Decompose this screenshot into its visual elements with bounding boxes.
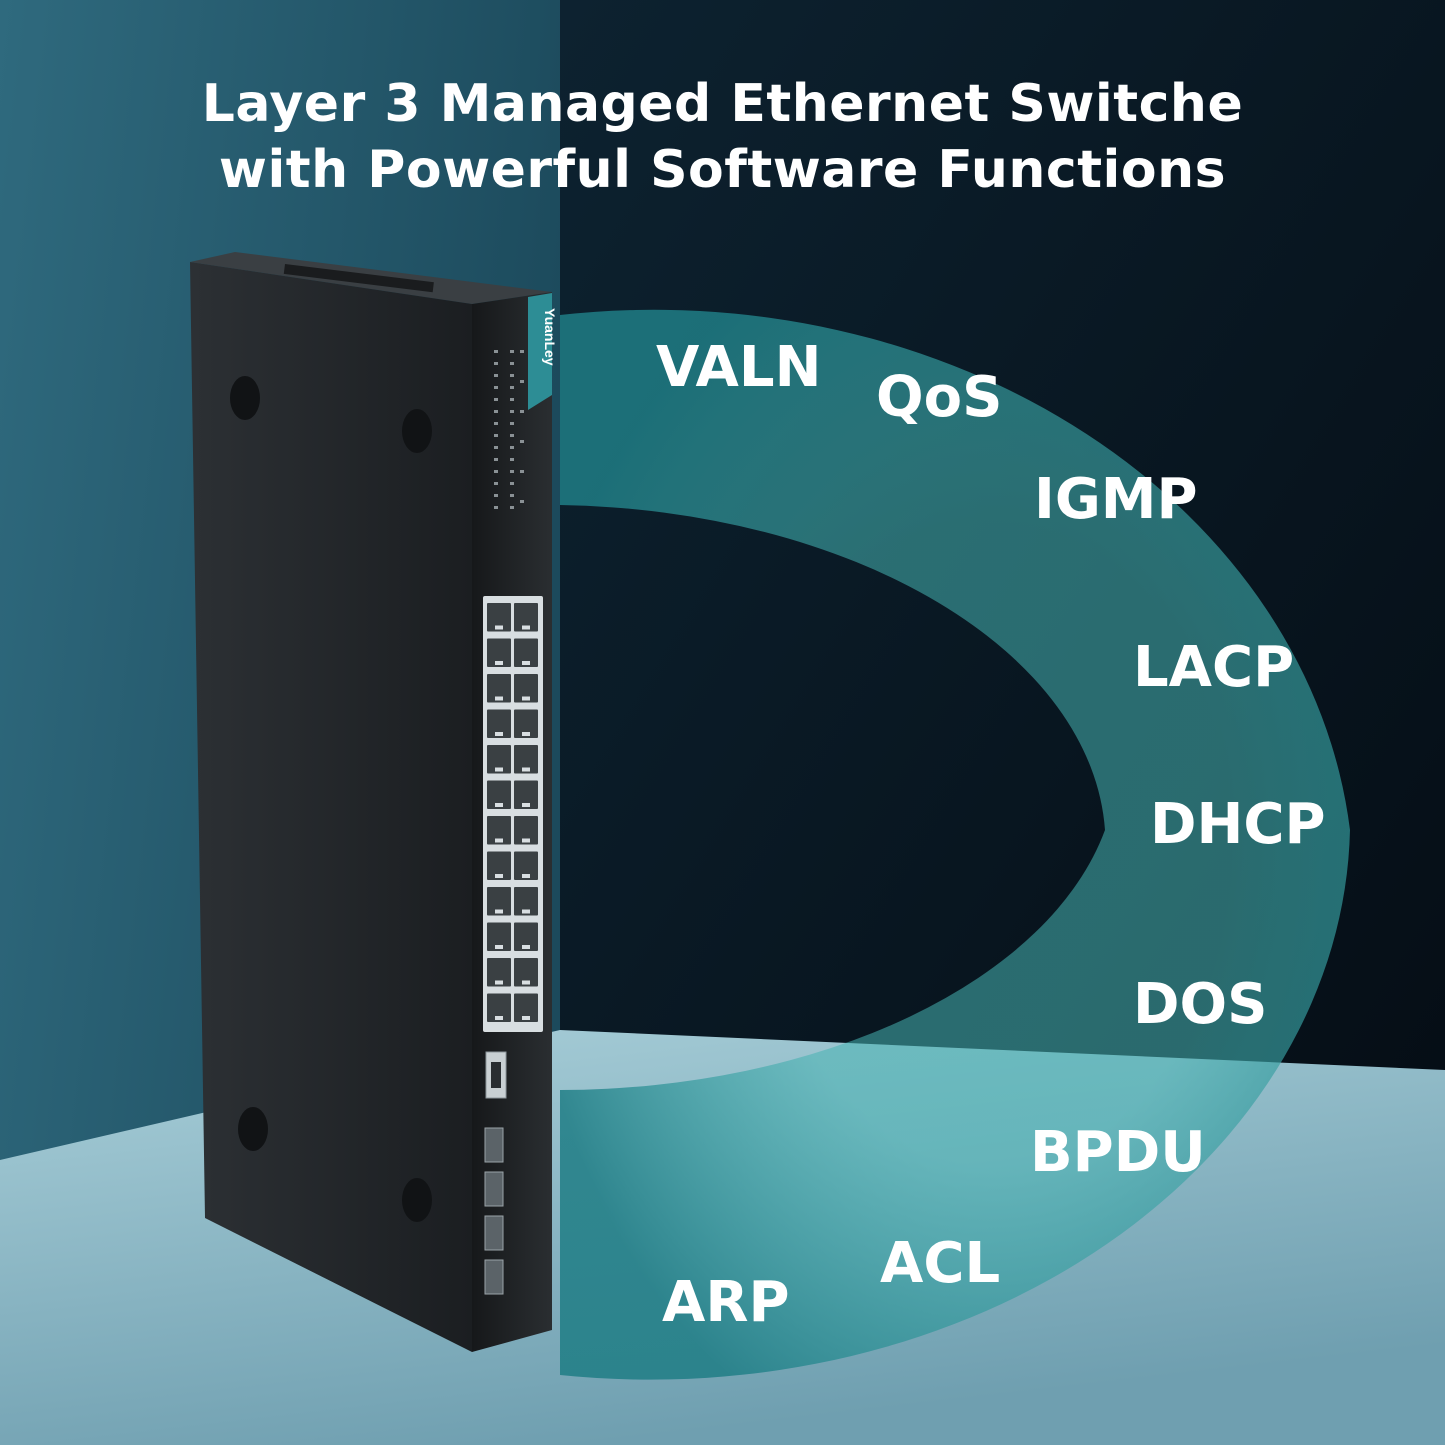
feature-label-bpdu: BPDU — [1030, 1120, 1206, 1185]
rj45-port-icon — [487, 709, 511, 738]
rj45-port-icon — [487, 922, 511, 951]
feature-label-dhcp: DHCP — [1150, 792, 1326, 857]
headline-line-1: Layer 3 Managed Ethernet Switche — [201, 74, 1244, 134]
rj45-port-latch — [522, 980, 530, 985]
sfp-port-icon — [484, 1259, 504, 1295]
rj45-port-icon — [514, 851, 538, 880]
rj45-port-latch — [495, 696, 503, 701]
rj45-port-latch — [495, 732, 503, 736]
rj45-port-icon — [514, 674, 538, 703]
rj45-port-latch — [522, 661, 530, 665]
rj45-port-icon — [514, 993, 538, 1022]
rj45-port-icon — [514, 780, 538, 809]
status-led-grid — [494, 350, 524, 509]
rj45-port-latch — [495, 661, 503, 665]
rj45-port-latch — [522, 909, 530, 914]
rj45-port-latch — [495, 945, 503, 949]
rj45-port-icon — [514, 603, 538, 632]
rj45-port-icon — [487, 851, 511, 880]
rj45-port-latch — [522, 625, 530, 630]
rj45-port-icon — [514, 709, 538, 738]
rj45-port-icon — [514, 745, 538, 774]
rj45-port-latch — [495, 1016, 503, 1020]
rj45-port-icon — [514, 816, 538, 845]
feature-label-acl: ACL — [880, 1231, 1001, 1296]
rj45-port-group — [487, 603, 538, 1022]
rj45-port-latch — [522, 732, 530, 736]
switch-device-image: YuanLey — [190, 252, 558, 1352]
rj45-port-icon — [487, 816, 511, 845]
rubber-foot-icon — [230, 376, 260, 420]
rj45-port-latch — [495, 980, 503, 985]
rj45-port-latch — [495, 909, 503, 914]
rubber-foot-icon — [402, 409, 432, 453]
rj45-port-icon — [487, 674, 511, 703]
rj45-port-icon — [487, 638, 511, 667]
feature-label-lacp: LACP — [1133, 635, 1295, 700]
rj45-port-latch — [522, 838, 530, 843]
rj45-port-icon — [487, 780, 511, 809]
rj45-port-icon — [514, 922, 538, 951]
rj45-port-icon — [487, 603, 511, 632]
rj45-port-icon — [487, 993, 511, 1022]
feature-label-qos: QoS — [876, 365, 1003, 430]
rj45-port-latch — [522, 874, 530, 878]
rj45-port-icon — [487, 958, 511, 987]
brand-logo: YuanLey — [542, 308, 558, 366]
rj45-port-icon — [487, 745, 511, 774]
rubber-foot-icon — [238, 1107, 268, 1151]
rj45-port-latch — [495, 803, 503, 807]
rubber-foot-icon — [402, 1178, 432, 1222]
rj45-port-icon — [514, 958, 538, 987]
rj45-port-latch — [522, 696, 530, 701]
feature-label-arp: ARP — [662, 1270, 790, 1335]
device-side-panel — [190, 262, 472, 1352]
rj45-port-icon — [514, 887, 538, 916]
rj45-port-icon — [487, 887, 511, 916]
rj45-port-latch — [522, 803, 530, 807]
feature-arc — [560, 309, 1350, 1380]
rj45-port-latch — [495, 838, 503, 843]
rj45-port-latch — [495, 874, 503, 878]
rj45-port-icon — [514, 638, 538, 667]
feature-label-dos: DOS — [1133, 972, 1268, 1037]
feature-label-valn: VALN — [656, 335, 822, 400]
sfp-port-icon — [484, 1171, 504, 1207]
rj45-port-latch — [522, 767, 530, 772]
rj45-port-latch — [495, 625, 503, 630]
feature-label-igmp: IGMP — [1034, 467, 1198, 532]
rj45-port-latch — [522, 1016, 530, 1020]
sfp-port-icon — [484, 1215, 504, 1251]
rj45-port-latch — [495, 767, 503, 772]
sfp-port-icon — [484, 1127, 504, 1163]
sfp-port-group — [484, 1127, 504, 1295]
rj45-port-latch — [522, 945, 530, 949]
headline-line-2: with Powerful Software Functions — [218, 140, 1227, 200]
